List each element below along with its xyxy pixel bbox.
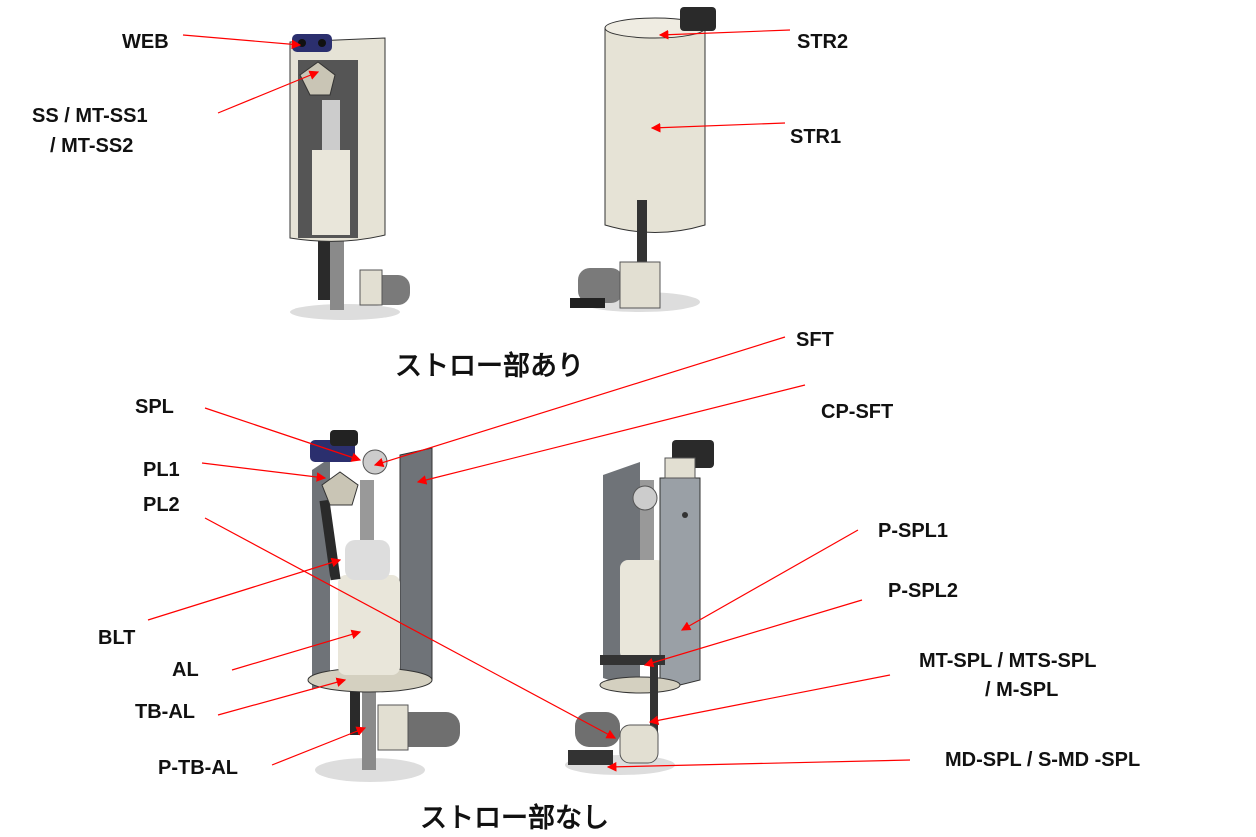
device-with-straw-front	[289, 34, 410, 320]
label-blt: BLT	[98, 627, 136, 649]
arrow-str1	[650, 122, 786, 133]
arrow-cp-sft	[416, 384, 806, 485]
label-spl: SPL	[135, 396, 174, 418]
label-p-spl1: P-SPL1	[878, 520, 949, 542]
arrow-blt	[147, 557, 342, 621]
device-without-straw-back	[565, 440, 714, 775]
label-p-spl2: P-SPL2	[888, 580, 959, 602]
arrow-mt-spl	[648, 674, 891, 726]
label-mt-spl: MT-SPL / MTS-SPL	[919, 650, 1097, 672]
title-with-straw: ストロー部あり	[395, 351, 584, 382]
annotation-arrows	[147, 29, 911, 772]
title-without-straw: ストロー部なし	[420, 803, 609, 834]
label-ss: SS / MT-SS1	[32, 105, 148, 127]
label-str2: STR2	[797, 31, 849, 53]
arrow-p-spl2	[643, 599, 863, 668]
device-without-straw-front	[307, 430, 460, 782]
label-cp-sft: CP-SFT	[821, 401, 894, 423]
arrow-al	[231, 629, 362, 671]
label-m-spl: / M-SPL	[985, 679, 1059, 701]
arrow-tb-al	[217, 677, 347, 716]
label-tb-al: TB-AL	[135, 701, 195, 723]
label-al: AL	[172, 659, 199, 681]
arrow-p-tb-al	[271, 726, 367, 766]
arrow-web	[182, 34, 302, 50]
label-web: WEB	[122, 31, 169, 53]
arrow-p-spl1	[680, 529, 859, 631]
label-md-spl: MD-SPL / S-MD -SPL	[945, 749, 1141, 771]
label-sft: SFT	[796, 329, 834, 351]
arrow-spl	[204, 407, 362, 462]
arrow-pl1	[201, 462, 327, 482]
arrow-ss	[217, 70, 320, 114]
arrow-sft	[373, 336, 786, 468]
label-p-tb-al: P-TB-AL	[158, 757, 238, 779]
label-mt-ss2: / MT-SS2	[50, 135, 134, 157]
label-pl2: PL2	[143, 494, 180, 516]
label-str1: STR1	[790, 126, 842, 148]
arrow-str2	[658, 29, 791, 40]
device-with-straw-back	[570, 7, 716, 312]
label-pl1: PL1	[143, 459, 180, 481]
arrow-pl2	[204, 517, 617, 739]
arrow-md-spl	[606, 759, 911, 772]
